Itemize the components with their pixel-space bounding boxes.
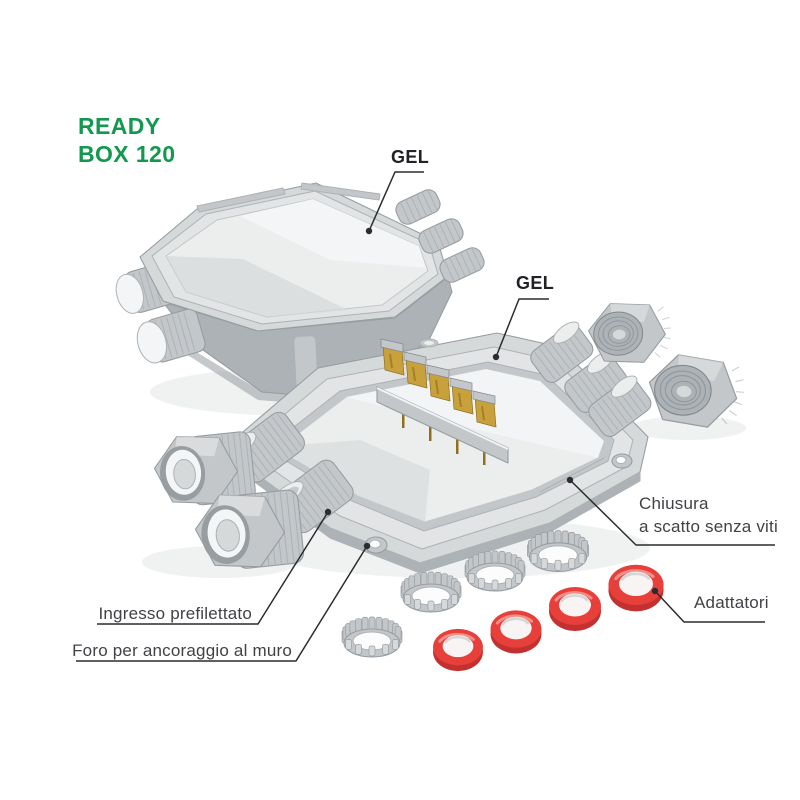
red-adapter-ring-icon (489, 608, 543, 656)
callout-label-foro: Foro per ancoraggio al muro (72, 641, 292, 660)
callout-line-ingresso (97, 508, 332, 625)
cable-entry-icon (439, 247, 485, 283)
mounting-hole-icon (611, 453, 633, 469)
product-title-line1: READY (78, 113, 161, 139)
callout-label-chiusura-line2: a scatto senza viti (639, 516, 778, 536)
cable-gland-cap-icon (645, 352, 747, 431)
callout-label-gel-bottom: GEL (516, 273, 555, 293)
callout-line-gel-bottom (492, 298, 549, 361)
closed-gel-junction-box-icon (115, 182, 485, 406)
gel-surface-top (165, 198, 429, 318)
product-title: READY BOX 120 (78, 112, 175, 168)
crown-adapter-icon (464, 550, 526, 592)
gel-surface-bottom (281, 368, 605, 523)
crown-adapter-icon (526, 530, 590, 572)
cable-entry-icon (395, 189, 441, 225)
closed-box-lid (139, 182, 449, 332)
callout-line-adattatori (651, 587, 765, 623)
cable-entry-icon (418, 218, 464, 254)
cable-entry-icon (136, 308, 206, 364)
callout-label-chiusura: Chiusura a scatto senza viti (639, 493, 778, 538)
terminal-block-icon (376, 338, 509, 465)
callout-line-foro (76, 542, 371, 662)
product-title-line2: BOX 120 (78, 141, 176, 167)
callout-line-chiusura (566, 476, 775, 546)
callout-line-gel-top (365, 171, 424, 235)
crown-adapter-icon (400, 571, 462, 613)
crown-adapter-icon (341, 616, 403, 658)
prethreaded-entry-icon (588, 375, 652, 437)
callout-label-chiusura-line1: Chiusura (639, 494, 709, 513)
prethreaded-entry-icon (530, 321, 594, 383)
red-adapter-ring-icon (547, 585, 603, 633)
callout-label-gel-top: GEL (391, 147, 430, 167)
callout-lines (76, 171, 775, 662)
brass-terminal-icon (380, 338, 497, 428)
callout-label-ingresso: Ingresso prefilettato (98, 604, 252, 623)
red-adapter-ring-icon (431, 627, 485, 673)
callout-label-adattatori: Adattatori (694, 593, 769, 612)
open-gel-junction-box-icon (224, 321, 652, 574)
